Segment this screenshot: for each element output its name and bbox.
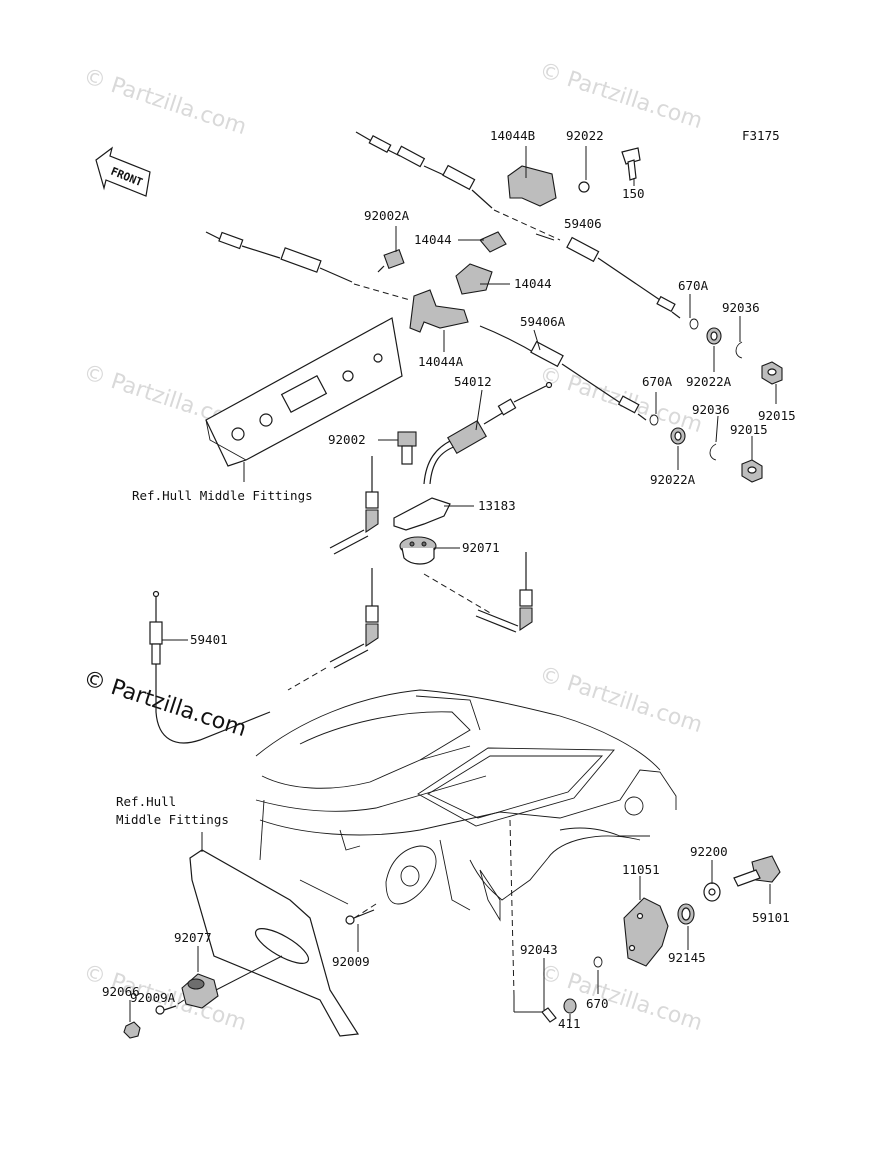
nut-92015-upper — [761, 361, 783, 385]
part-labels: 14044B 92022 150 92002A 14044 59406 1404… — [102, 128, 796, 1031]
washer-411 — [563, 998, 577, 1014]
washer-92022 — [578, 181, 590, 193]
o-ring-670a-lower — [649, 414, 659, 426]
pin-92043 — [541, 1007, 557, 1023]
part-label: 670A — [642, 374, 673, 389]
plate-13183 — [393, 497, 451, 531]
o-ring-670a-upper — [689, 318, 699, 330]
grommet-92071 — [399, 536, 437, 565]
part-label: 92066 — [102, 984, 140, 999]
choke-cable-54012 — [423, 381, 553, 485]
watermark: © Partzilla.com — [536, 58, 705, 134]
cable-59401 — [149, 590, 271, 744]
part-label: 411 — [558, 1016, 581, 1031]
cover-11051 — [623, 897, 669, 967]
part-label: 92022 — [566, 128, 604, 143]
part-label: 14044 — [414, 232, 452, 247]
part-label: 13183 — [478, 498, 516, 513]
ref-note-upper: Ref.Hull Middle Fittings — [132, 488, 313, 503]
cable-elbow-right — [423, 552, 533, 633]
part-label: 670A — [678, 278, 709, 293]
part-label: 59406A — [520, 314, 566, 329]
part-label: 59401 — [190, 632, 228, 647]
part-label: 92145 — [668, 950, 706, 965]
clip-92036-upper — [735, 341, 743, 359]
part-label: 92009 — [332, 954, 370, 969]
bracket-14044b — [507, 165, 557, 207]
watermark: © Partzilla.com — [536, 662, 705, 738]
part-label: 92015 — [730, 422, 768, 437]
ring-92145 — [677, 903, 695, 925]
leader-lines — [129, 146, 777, 1022]
throttle-cable-59406 — [355, 131, 681, 319]
part-label: 92200 — [690, 844, 728, 859]
part-label: 92043 — [520, 942, 558, 957]
clamp-14044-upper — [479, 231, 507, 253]
part-label: 92036 — [692, 402, 730, 417]
lever-59101 — [733, 855, 781, 904]
bolt-92002 — [397, 431, 417, 465]
screw-92009 — [345, 909, 375, 925]
watermark-layer: © Partzilla.com © Partzilla.com © Partzi… — [80, 58, 705, 1036]
front-arrow-icon: FRONT — [95, 146, 151, 197]
o-ring-670 — [593, 956, 603, 968]
bracket-14044a — [409, 289, 469, 333]
part-label: 59406 — [564, 216, 602, 231]
part-label: 150 — [622, 186, 645, 201]
figure-code: F3175 — [742, 128, 780, 143]
part-label: 54012 — [454, 374, 492, 389]
part-label: 92009A — [130, 990, 176, 1005]
part-label: 92015 — [758, 408, 796, 423]
nut-92015-lower — [741, 459, 763, 483]
hull-middle-fitting-plate — [205, 317, 403, 482]
part-label: 92022A — [650, 472, 696, 487]
clamp-14044-lower — [455, 263, 493, 295]
part-label: 92036 — [722, 300, 760, 315]
knob-92077 — [181, 955, 283, 1009]
part-label: 92002A — [364, 208, 410, 223]
cable-elbow-lower — [287, 568, 379, 691]
part-label: 11051 — [622, 862, 660, 877]
bolt-150 — [621, 147, 641, 181]
part-label: 14044 — [514, 276, 552, 291]
part-label: 14044A — [418, 354, 464, 369]
washer-92022a-upper — [706, 327, 722, 345]
ref-note-lower-2: Middle Fittings — [116, 812, 229, 827]
bolt-92002a — [377, 248, 405, 273]
part-label: 92071 — [462, 540, 500, 555]
nut-92066 — [123, 1021, 141, 1039]
part-label: 59101 — [752, 910, 790, 925]
clip-92036-lower — [709, 443, 717, 461]
ref-note-lower-1: Ref.Hull — [116, 794, 176, 809]
watermark: © Partzilla.com — [80, 64, 249, 140]
part-label: 670 — [586, 996, 609, 1011]
washer-92022a-lower — [670, 427, 686, 445]
part-label: 14044B — [490, 128, 535, 143]
hull-lower-fitting — [189, 832, 360, 1037]
part-label: 92002 — [328, 432, 366, 447]
part-label: 92077 — [174, 930, 212, 945]
screw-92009a — [155, 1005, 177, 1015]
throttle-cable-59406A — [205, 231, 647, 421]
part-label: 92022A — [686, 374, 732, 389]
cable-elbow-upper — [329, 456, 379, 555]
washer-92200 — [703, 882, 721, 902]
hull-body — [255, 689, 677, 997]
